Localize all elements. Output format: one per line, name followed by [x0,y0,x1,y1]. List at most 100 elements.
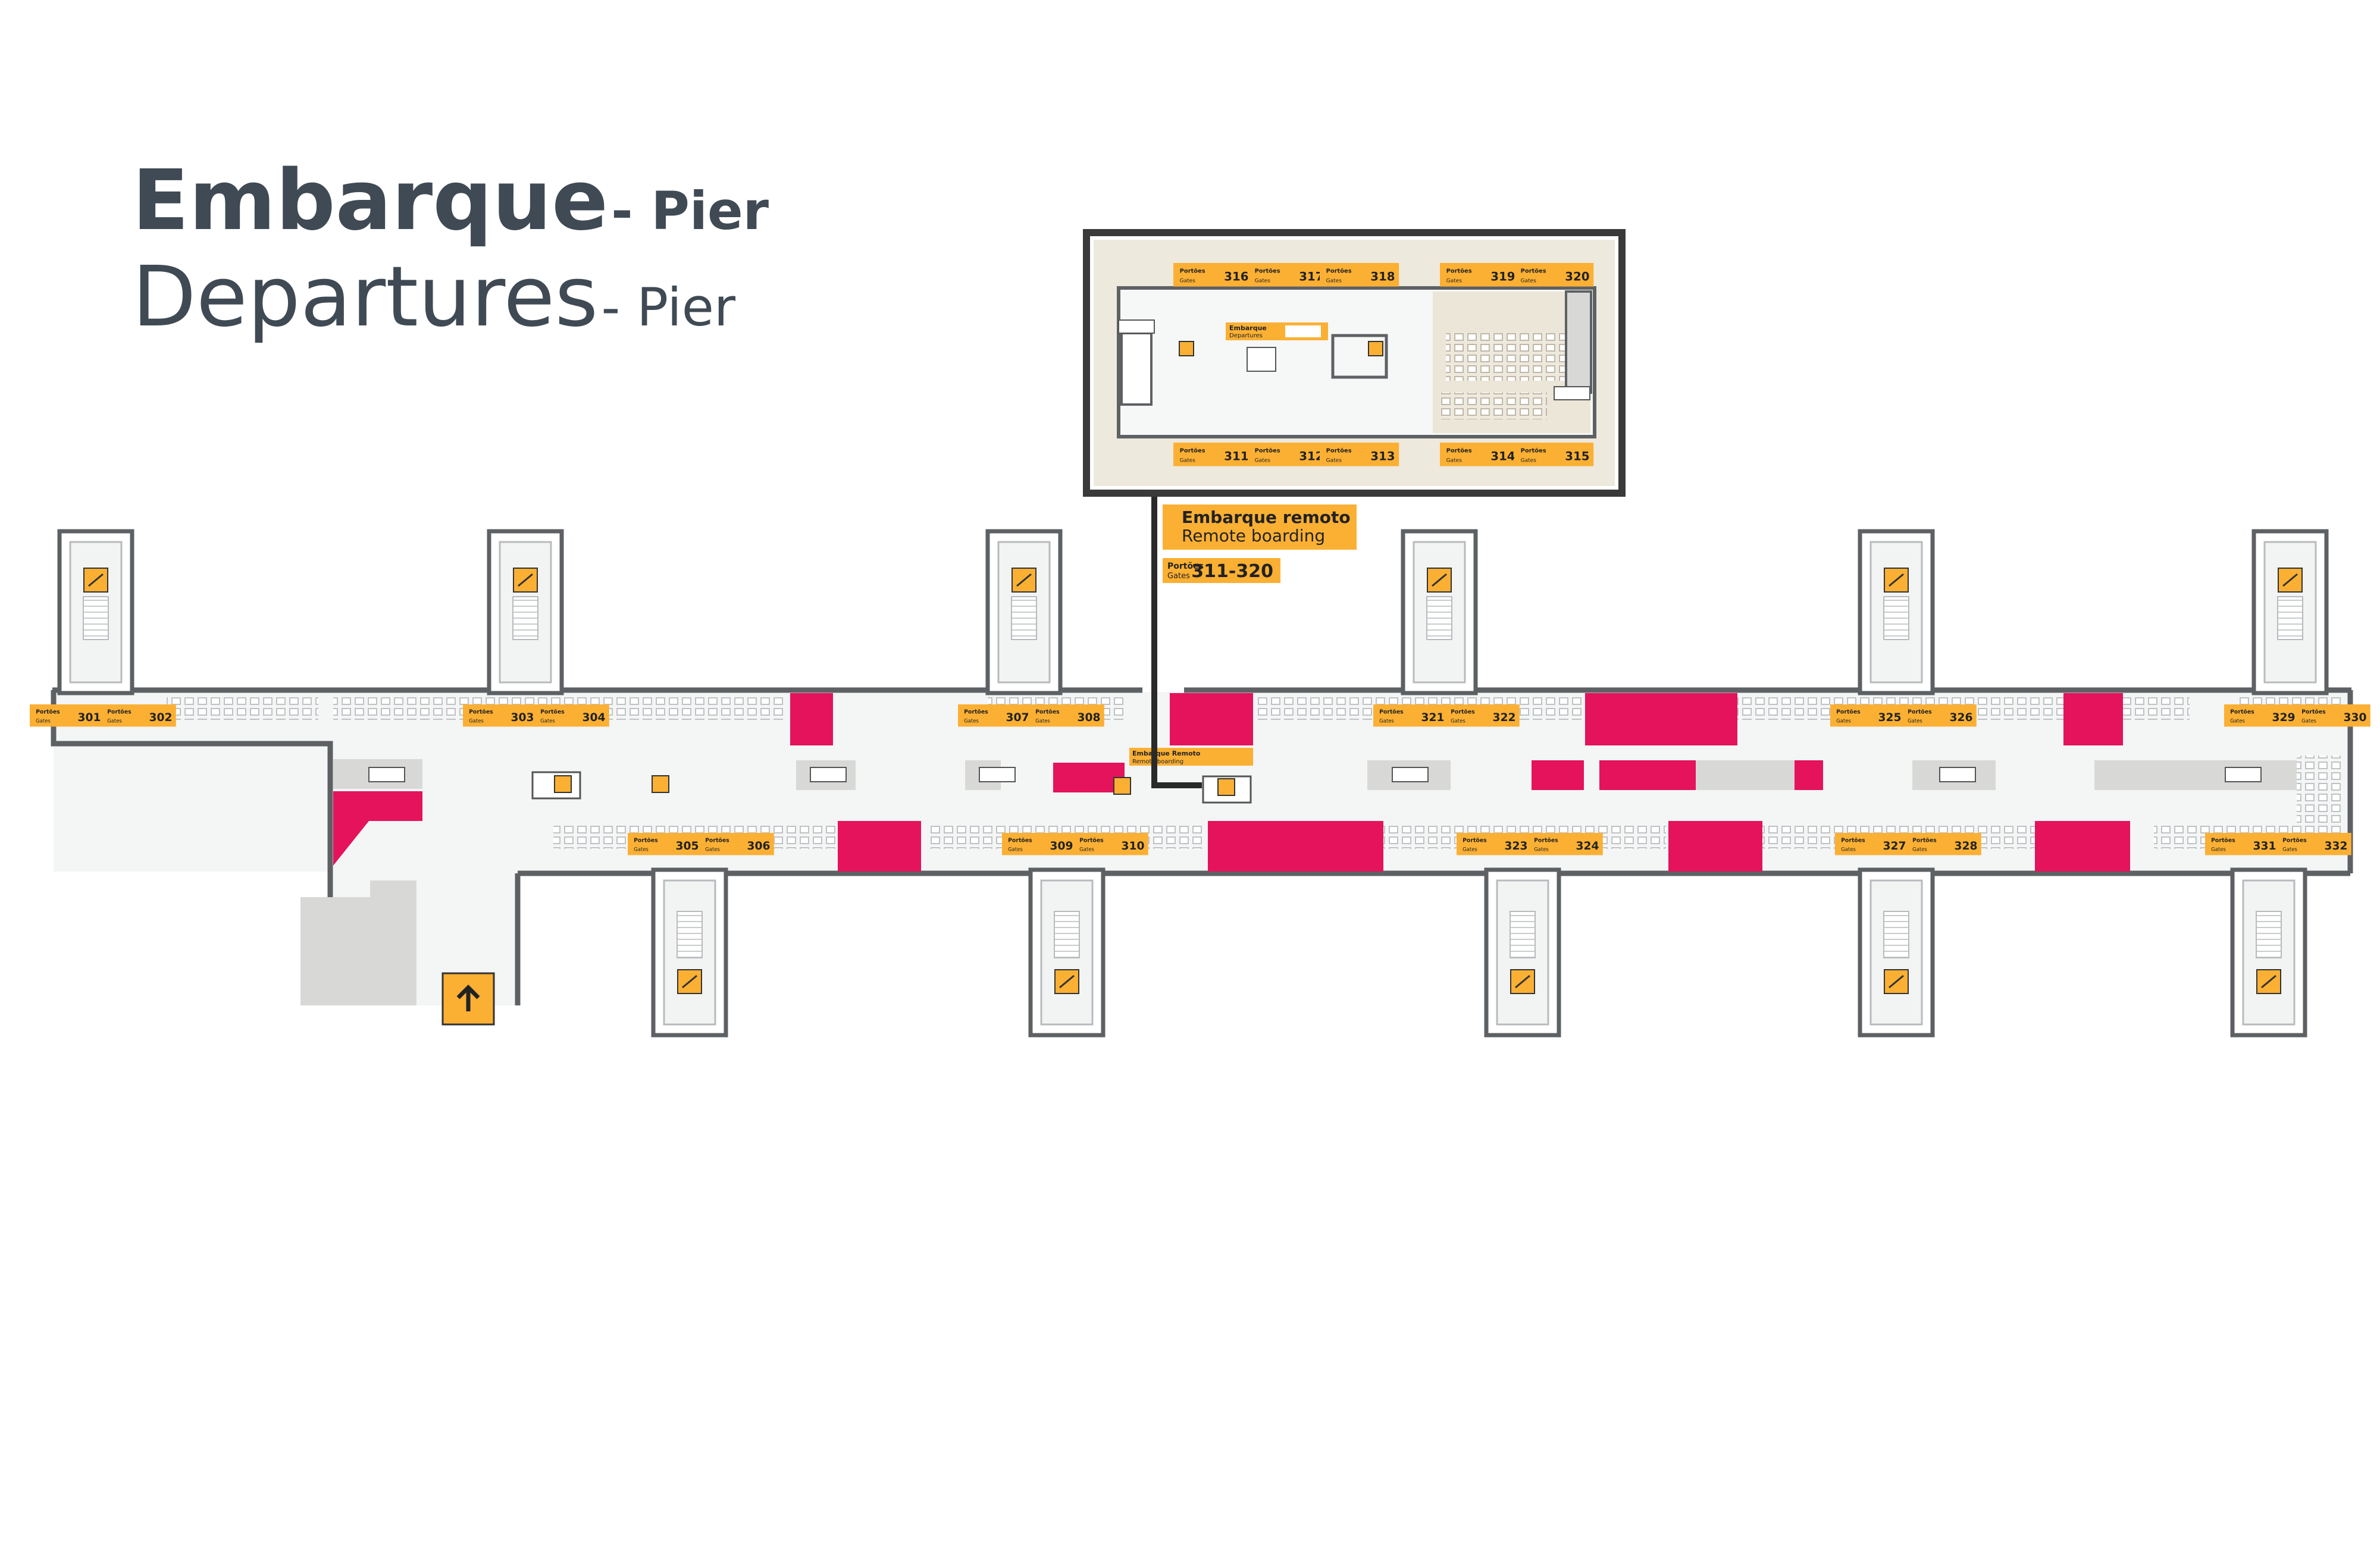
tower-inner [2242,879,2296,1026]
gate-tag-label-pt: Portões [1008,838,1032,844]
stairs [677,911,703,958]
escalator-icon-glyph [682,974,697,989]
boarding-tower [1858,529,1935,695]
escalator-icon-glyph [1059,974,1075,989]
gate-number: 318 [1370,270,1395,284]
gate-number: 319 [1490,270,1515,284]
boarding-tower [487,529,564,695]
escalator-icon-glyph [1889,573,1904,587]
gate-tag-label-pt: Portões [1255,268,1280,275]
gate-tag-label-en: Gates [1008,847,1023,853]
gate-tag-bg [30,704,105,727]
gate-tag-label-pt: Portões [1841,838,1865,844]
gate-tag-bg [1440,263,1520,287]
escalator-icon [1179,341,1194,356]
gate-tag-label-en: Gates [705,847,720,853]
stairs [1883,596,1909,640]
gate-tag-bg [1373,704,1448,727]
gate-tag-bg [534,704,609,727]
gate-tag-label-pt: Portões [1836,709,1861,716]
gate-tag-label-pt: Portões [1451,709,1475,716]
gate-number: 322 [1492,712,1515,724]
gate-tag-label-en: Gates [1463,847,1477,853]
seating-area [2297,756,2344,833]
gate-tag-label-en: Gates [1079,847,1094,853]
gate-tag-label-pt: Portões [1521,268,1546,275]
title-portuguese: Embarque - Pier [132,159,769,243]
gate-tag-label-en: Gates [1908,719,1922,725]
gate-number: 324 [1576,840,1599,853]
gate-tag-bg [1514,263,1594,287]
gate-number: 331 [2253,840,2276,853]
gate-tag-label-pt: Portões [2282,838,2307,844]
gate-tag-bg [1440,443,1520,466]
shop-area [838,821,921,872]
boarding-tower [1028,867,1106,1038]
restroom-icon [1554,386,1590,400]
gate-number: 317 [1299,270,1323,284]
gate-tag-label-pt: Portões [540,709,565,716]
title-english: Departures - Pier [132,256,735,339]
departures-sign-pt: Embarque [1229,324,1267,332]
gate-number: 307 [1006,712,1029,724]
stairs [1011,596,1037,640]
escalator-icon-glyph [2282,573,2298,587]
gate-tag-label-pt: Portões [1379,709,1404,716]
gate-tag-label-en: Gates [1326,457,1342,463]
remote-boarding-connector [1151,494,1202,788]
gate-number: 314 [1490,450,1515,463]
shop-area [1599,760,1697,790]
gate-tag-label-pt: Portões [1255,448,1280,455]
gate-number: 321 [1421,712,1444,724]
gate-tag-label-en: Gates [1446,278,1463,284]
gate-tag-label-en: Gates [1446,457,1463,463]
gate-number: 302 [149,712,172,724]
gate-tag-label-pt: Portões [1326,448,1352,455]
escalator-icon-glyph [1016,573,1032,587]
gate-tag-label-pt: Portões [2301,709,2326,716]
gate-tag-label-en: Gates [1035,719,1050,725]
gate-number: 329 [2272,712,2295,724]
gate-tag-label-en: Gates [2211,847,2226,853]
inset-seating [1446,333,1571,381]
gate-number: 326 [1949,712,1972,724]
exit-arrow-glyph [456,985,480,1011]
stairs [512,596,538,640]
shop-area [333,791,422,866]
shop-area [1053,763,1125,792]
shop-area [1532,760,1584,790]
gate-tag-label-pt: Portões [1908,709,1932,716]
boarding-tower [2230,867,2307,1038]
gate-tag-label-en: Gates [1180,278,1196,284]
shop-area [1668,821,1762,872]
shop-area [790,693,833,745]
remote-boarding-small-sign [1129,748,1253,766]
shop-area [2035,821,2130,872]
gate-number: 315 [1565,450,1589,463]
departures-plane-icon [1285,325,1321,337]
remote-gates-label-en: Gates [1167,572,1190,581]
gate-tag-label-pt: Portões [1079,838,1104,844]
gate-tag-label-en: Gates [964,719,979,725]
gate-number: 325 [1878,712,1901,724]
